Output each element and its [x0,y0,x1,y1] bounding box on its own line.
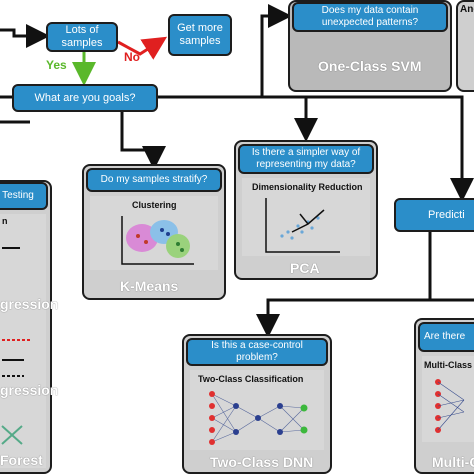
model-multi-class: Multi-C [432,454,474,470]
multi-class-card [422,356,474,442]
edge-to-kmeans [120,112,166,170]
edge-entry [0,24,50,48]
pca-illustration [265,198,340,253]
question-simpler-representation: Is there a simpler way of representing m… [238,144,374,174]
model-regression-2: gression [0,382,59,398]
model-one-class-svm: One-Class SVM [318,58,422,74]
edge-to-oneclass [260,4,292,97]
edge-left [0,95,30,124]
question-testing: Testing [0,182,48,210]
model-kmeans: K-Means [120,278,179,294]
edge-predict-down [256,232,432,338]
label-no: No [124,50,140,64]
question-unexpected-patterns: Does my data contain unexpected patterns… [292,2,448,32]
edge-goals-right [158,95,474,202]
clustering-illustration [121,216,194,265]
question-stratify: Do my samples stratify? [86,168,222,192]
caption-multi-class: Multi-Class [424,360,473,370]
node-lots-of-samples: Lots of samples [46,22,118,52]
dnn-illustration [209,391,308,445]
panel-anomaly [456,0,474,92]
node-your-goals: What are you goals? [12,84,158,112]
pca-card [242,178,370,256]
caption-clustering: Clustering [132,200,177,210]
caption-testing: n [2,216,8,226]
model-regression-1: gression [0,296,59,312]
model-two-class-dnn: Two-Class DNN [210,454,314,470]
model-pca: PCA [290,260,320,276]
caption-dimensionality-reduction: Dimensionality Reduction [252,182,363,192]
testing-glyphs [1,247,30,445]
label-yes: Yes [46,58,67,72]
multi-class-illustration [435,379,465,433]
caption-two-class-classification: Two-Class Classification [198,374,304,384]
edge-no [117,36,168,60]
node-prediction: Predicti [394,198,474,232]
model-forest: Forest [0,452,43,468]
node-get-more-samples: Get more samples [168,14,232,56]
question-case-control: Is this a case-control problem? [186,338,328,366]
caption-anomaly: Ano [460,4,474,15]
question-multi-class: Are there [418,322,474,352]
